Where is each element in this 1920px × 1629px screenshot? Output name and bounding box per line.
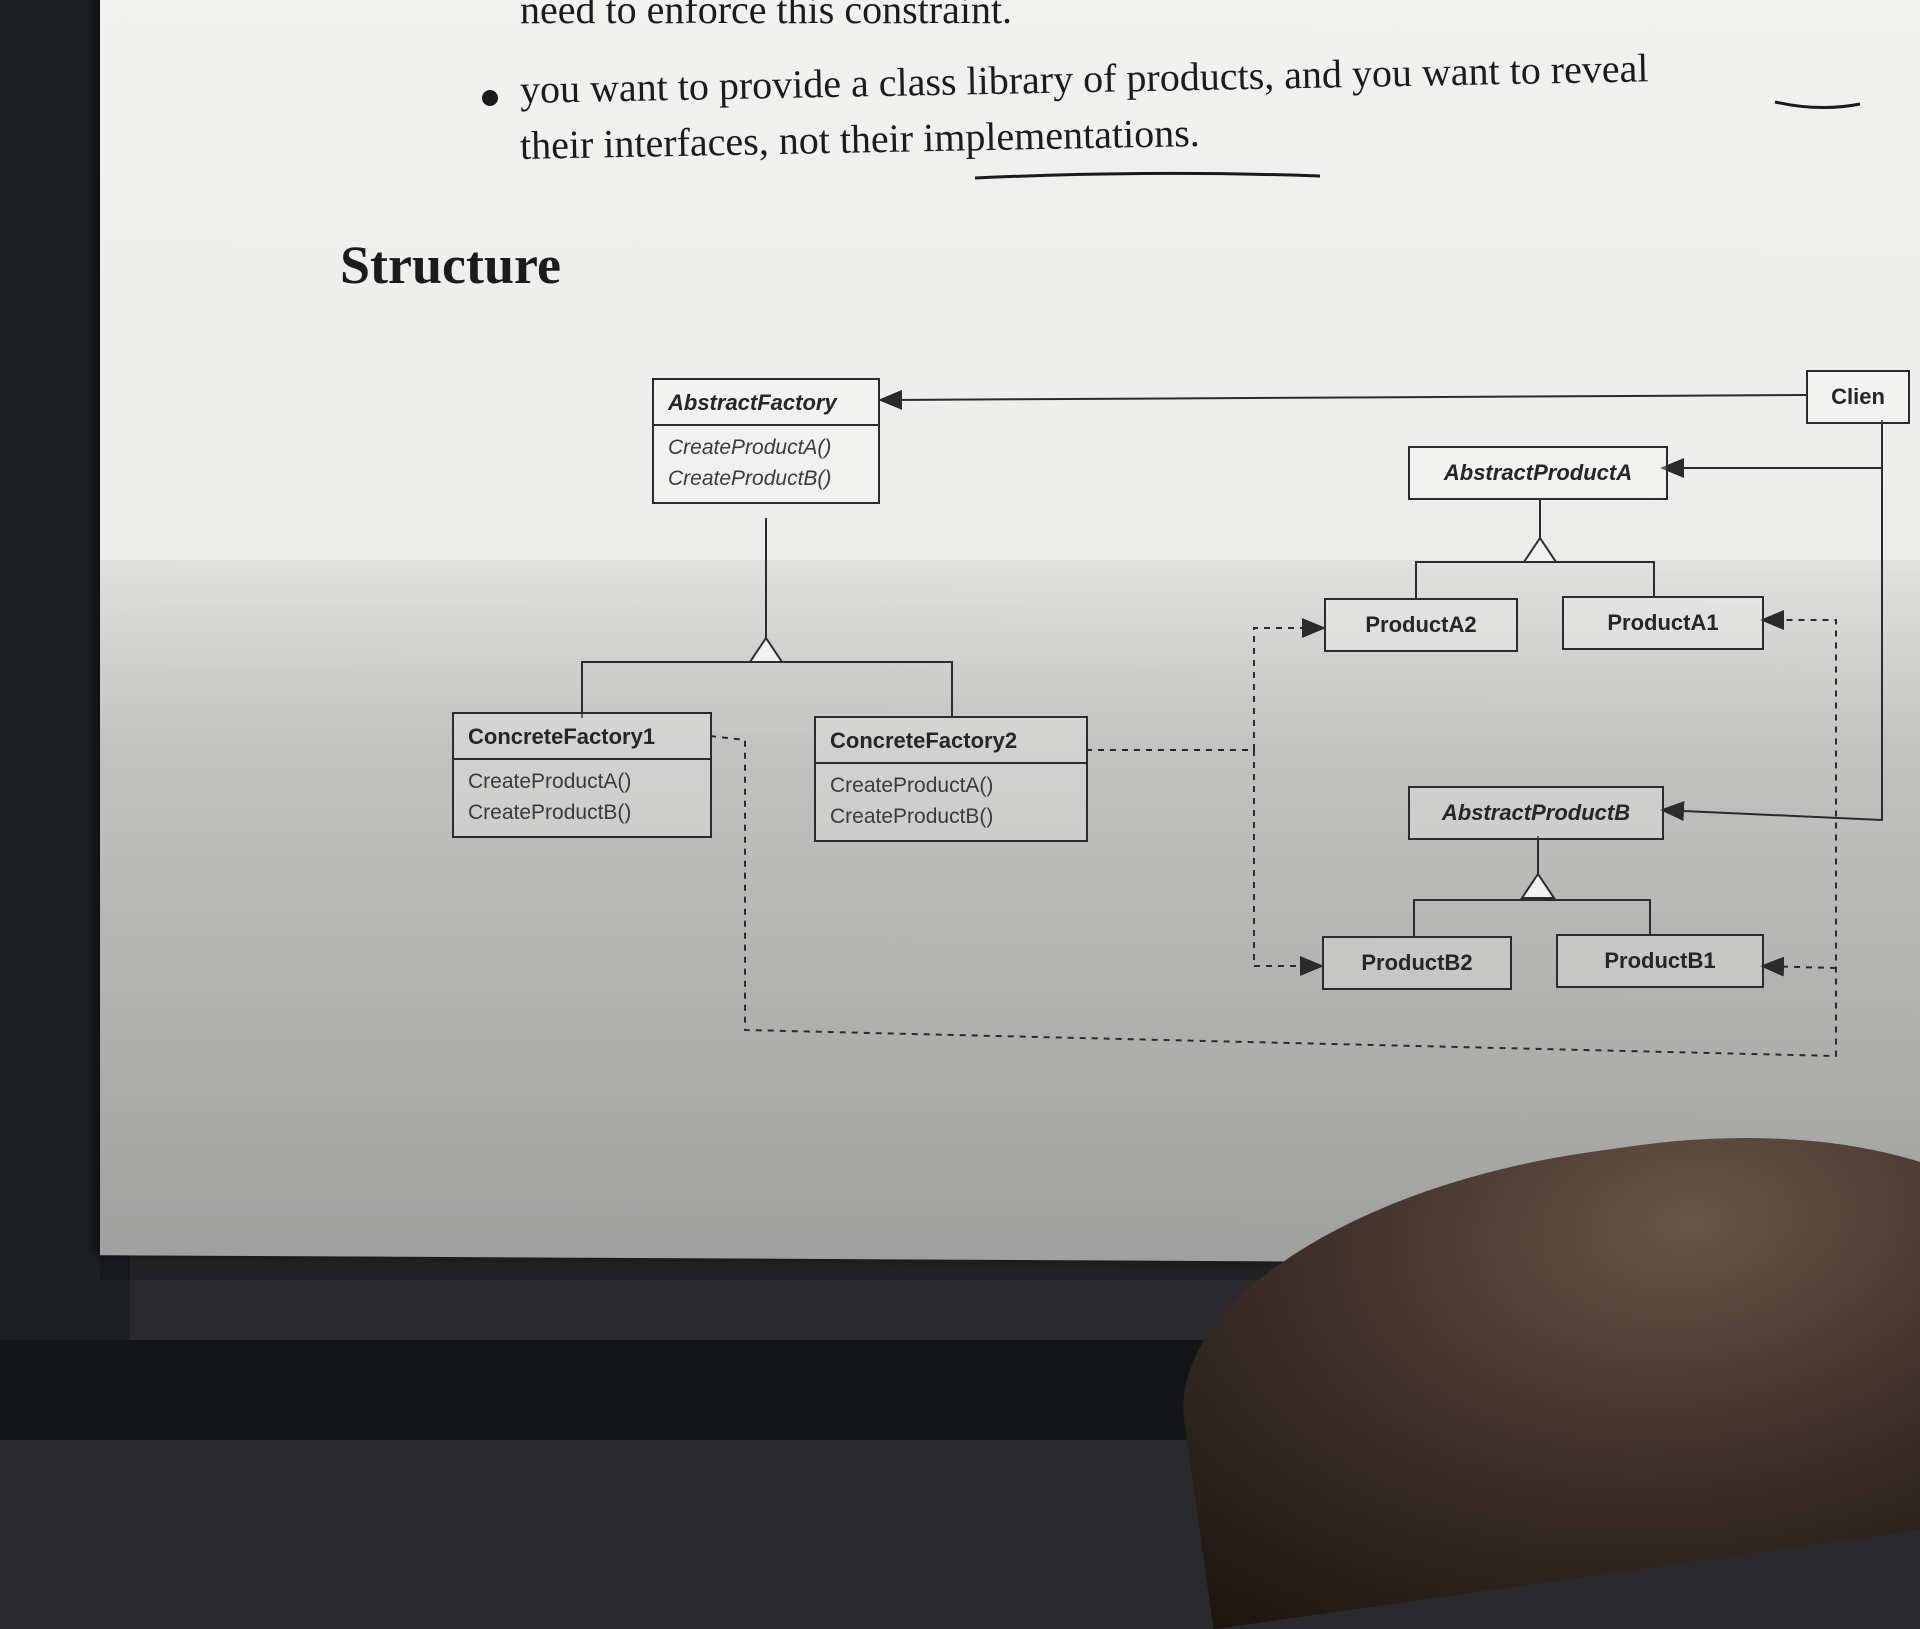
abstractfactory-operations: CreateProductA() CreateProductB() <box>654 424 878 502</box>
productb2-name: ProductB2 <box>1361 950 1473 975</box>
productb-inheritance-triangle <box>1520 872 1556 899</box>
abstractproducta-class: AbstractProductA <box>1408 446 1668 500</box>
abstractproductb-name: AbstractProductB <box>1441 800 1631 825</box>
concretefactory2-op-a: CreateProductA() <box>830 774 994 797</box>
productb-inheritance-branch <box>1413 899 1651 936</box>
underline-reveal <box>1774 100 1861 110</box>
productb2-class: ProductB2 <box>1322 936 1512 990</box>
text-line-constraint: need to enforce this constraint. <box>520 0 1013 32</box>
producta2-name: ProductA2 <box>1365 612 1477 637</box>
producta-inheritance-triangle <box>1522 536 1558 563</box>
bullet-point <box>482 90 498 106</box>
pen-underline-marks <box>974 100 1861 180</box>
producta1-class: ProductA1 <box>1562 596 1764 650</box>
factory2-to-producta2-line <box>1086 618 1326 751</box>
client-to-abstractfactory-line <box>878 389 1807 410</box>
concretefactory2-operations: CreateProductA() CreateProductB() <box>816 762 1086 840</box>
abstractfactory-op-a: CreateProductA() <box>668 436 832 459</box>
client-name: Clien <box>1831 384 1885 409</box>
concretefactory1-operations: CreateProductA() CreateProductB() <box>454 758 710 836</box>
concretefactory1-class: ConcreteFactory1 CreateProductA() Create… <box>452 712 712 838</box>
factory-inheritance-triangle <box>748 636 784 663</box>
factory-inheritance-branch <box>581 661 953 718</box>
producta2-class: ProductA2 <box>1324 598 1518 652</box>
productb1-class: ProductB1 <box>1556 934 1764 988</box>
concretefactory2-name: ConcreteFactory2 <box>830 728 1018 753</box>
uml-diagram-lines <box>581 389 1883 1058</box>
producta1-name: ProductA1 <box>1607 610 1719 635</box>
underline-implementations <box>974 171 1321 180</box>
concretefactory2-class: ConcreteFactory2 CreateProductA() Create… <box>814 716 1088 842</box>
concretefactory1-name: ConcreteFactory1 <box>468 724 656 749</box>
abstractfactory-class: AbstractFactory CreateProductA() CreateP… <box>652 378 880 504</box>
section-heading: Structure <box>340 235 561 295</box>
factory1-to-productb1-line <box>1760 956 1837 977</box>
concretefactory2-op-b: CreateProductB() <box>830 805 994 828</box>
factory1-to-producta1-line <box>709 610 1837 1058</box>
abstractproductb-class: AbstractProductB <box>1408 786 1664 840</box>
producta-inheritance-branch <box>1415 561 1655 600</box>
abstractfactory-name: AbstractFactory <box>668 390 837 415</box>
abstractfactory-op-b: CreateProductB() <box>668 467 832 490</box>
productb1-name: ProductB1 <box>1604 948 1716 973</box>
factory2-to-productb2-line <box>1253 750 1324 976</box>
client-to-abstractproductb-line <box>1660 420 1883 822</box>
client-class: Clien <box>1806 370 1910 424</box>
abstractproducta-name: AbstractProductA <box>1443 460 1633 485</box>
concretefactory1-op-b: CreateProductB() <box>468 801 632 824</box>
concretefactory1-op-a: CreateProductA() <box>468 770 632 793</box>
